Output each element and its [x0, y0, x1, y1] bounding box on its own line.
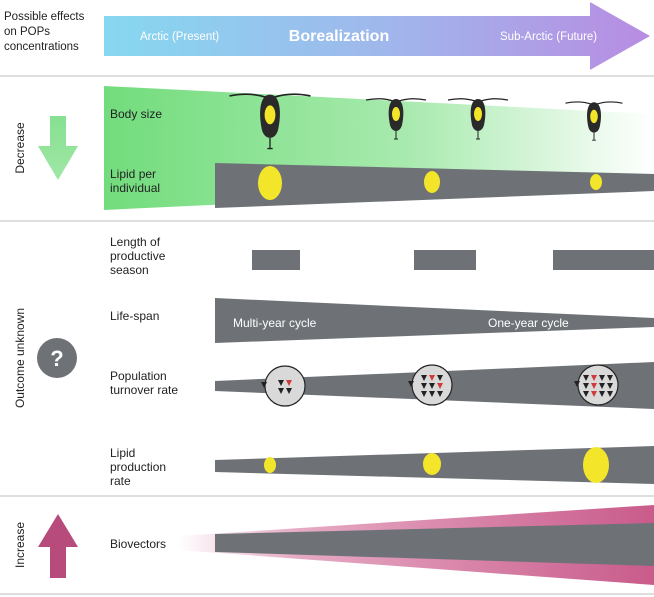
- increase-label: Increase: [13, 522, 27, 568]
- season-bar-1: [252, 250, 300, 270]
- increase-section: Increase Biovectors: [13, 505, 654, 585]
- life-span-label: Life-span: [110, 309, 159, 323]
- season-bar-2: [414, 250, 476, 270]
- body-size-label: Body size: [110, 107, 162, 121]
- copepod-icon-1: [229, 93, 311, 150]
- biovectors-label: Biovectors: [110, 537, 166, 551]
- arrow-right-label: Sub-Arctic (Future): [500, 31, 597, 43]
- question-symbol: ?: [50, 346, 63, 371]
- multi-year-label: Multi-year cycle: [233, 316, 317, 330]
- life-span-bar: [215, 298, 654, 343]
- decrease-label: Decrease: [13, 122, 27, 174]
- turnover-cycle-icons: [261, 364, 619, 407]
- season-label: Length of productive season: [110, 235, 169, 277]
- lipid-individual-label: Lipid per individual: [110, 167, 160, 195]
- lipid-production-drop-2: [423, 453, 441, 475]
- lipid-production-drop-3: [583, 447, 609, 483]
- cycle-icon: [574, 364, 619, 406]
- effects-label-line-3: concentrations: [4, 41, 79, 53]
- arrow-left-label: Arctic (Present): [140, 31, 219, 43]
- copepod-icon-3: [447, 98, 509, 140]
- turnover-label: Population turnover rate: [110, 369, 178, 397]
- decrease-section: Decrease Body size Lipid per individual: [13, 86, 654, 210]
- pink-up-arrow-icon: [38, 514, 78, 578]
- green-down-arrow-icon: [38, 116, 78, 180]
- lipid-production-drop-1: [264, 457, 276, 473]
- unknown-label: Outcome unknown: [13, 308, 27, 408]
- effects-label: Possible effects on POPs concentrations: [4, 11, 88, 53]
- question-icon: [37, 338, 77, 378]
- cycle-icon: [261, 365, 306, 407]
- season-bar-3: [553, 250, 654, 270]
- lipid-production-label: Lipid production rate: [110, 446, 169, 488]
- lipid-drop-1: [258, 166, 282, 200]
- effects-label-line-2: on POPs: [4, 26, 50, 38]
- cycle-icon: [408, 364, 453, 406]
- copepod-icon-4: [565, 101, 623, 141]
- arrow-title: Borealization: [289, 28, 389, 45]
- unknown-section: Outcome unknown ? Length of productive s…: [13, 235, 654, 488]
- borealization-arrow: [104, 2, 650, 70]
- copepod-icon-2: [365, 98, 427, 140]
- biovectors-bar: [215, 523, 654, 566]
- effects-label-line-1: Possible effects: [4, 11, 85, 23]
- lipid-drop-3: [590, 174, 602, 190]
- one-year-label: One-year cycle: [488, 316, 569, 330]
- lipid-drop-2: [424, 171, 440, 193]
- header: Possible effects on POPs concentrations …: [4, 2, 650, 70]
